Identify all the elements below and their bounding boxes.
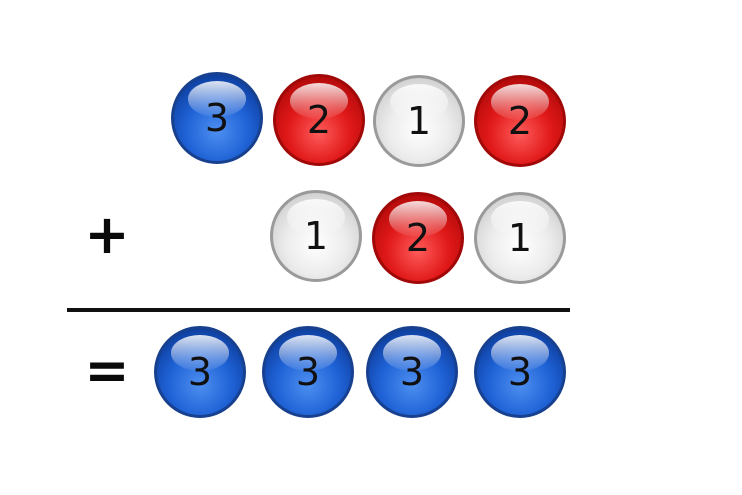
bead-value: 2 — [507, 99, 533, 143]
bead-red: 2 — [372, 192, 464, 284]
bead-value: 1 — [507, 216, 533, 260]
bead-blue: 3 — [171, 72, 263, 164]
result-row: = 3 3 3 3 — [0, 326, 742, 426]
bead-value: 1 — [406, 99, 432, 143]
bead-blue: 3 — [154, 326, 246, 418]
sum-line — [67, 308, 570, 312]
addend-row-2: + 1 2 1 — [0, 190, 742, 290]
bead-white: 1 — [270, 190, 362, 282]
bead-value: 3 — [295, 350, 321, 394]
bead-blue: 3 — [474, 326, 566, 418]
bead-value: 3 — [399, 350, 425, 394]
bead-red: 2 — [273, 74, 365, 166]
bead-value: 2 — [306, 98, 332, 142]
bead-value: 3 — [187, 350, 213, 394]
equals-sign: = — [84, 339, 130, 402]
bead-value: 3 — [204, 96, 230, 140]
bead-red: 2 — [474, 75, 566, 167]
bead-value: 3 — [507, 350, 533, 394]
bead-blue: 3 — [262, 326, 354, 418]
bead-blue: 3 — [366, 326, 458, 418]
addend-row-1: 3 2 1 2 — [0, 72, 742, 172]
bead-value: 2 — [405, 216, 431, 260]
bead-value: 1 — [303, 214, 329, 258]
plus-sign: + — [84, 203, 130, 266]
bead-white: 1 — [474, 192, 566, 284]
bead-white: 1 — [373, 75, 465, 167]
